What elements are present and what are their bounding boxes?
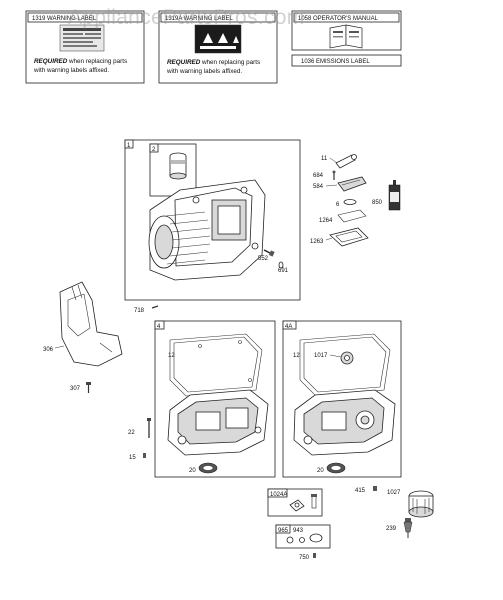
plug-415-icon (373, 486, 377, 491)
gasket-12-b-icon (299, 333, 391, 397)
gasket-6-icon (343, 199, 357, 205)
group-number-1: 1 (127, 143, 131, 149)
required-text-2: REQUIRED (167, 59, 201, 66)
manual-card-title: 1058 OPERATOR'S MANUAL (298, 16, 379, 22)
svg-text:REQUIRED when replacing parts: REQUIRED when replacing parts (167, 59, 260, 66)
pin-691-icon (278, 261, 284, 269)
svg-text:REQUIRED when replacing parts: REQUIRED when replacing parts (34, 58, 127, 65)
warning-sticker-icon (59, 24, 105, 52)
group-number-4: 4 (157, 324, 161, 330)
screw-684-icon (332, 170, 336, 180)
dowel-15-icon (143, 453, 146, 458)
watermark: AppliancePartsPros.com (68, 6, 305, 29)
warning-sticker-icon (194, 24, 242, 54)
pin-718-icon (151, 305, 159, 309)
gasket-12-icon (169, 333, 263, 397)
kit-group-965[interactable]: 965 943 (275, 524, 331, 549)
callout-552[interactable]: 552 (258, 256, 269, 262)
breather-tube-11 (335, 154, 357, 169)
callout-850[interactable]: 850 (372, 200, 383, 206)
callout-239[interactable]: 239 (386, 526, 397, 532)
callout-11[interactable]: 11 (321, 156, 328, 162)
warning-card-1-title: 1319 WARNING LABEL (32, 16, 97, 22)
manual-book-icon (329, 24, 363, 49)
sealant-bottle-850-icon (388, 180, 401, 211)
required-rest-2: when replacing parts (200, 59, 260, 66)
callout-12-a[interactable]: 12 (168, 353, 175, 359)
callout-691[interactable]: 691 (278, 268, 289, 274)
callout-943[interactable]: 943 (293, 528, 304, 534)
callout-1263[interactable]: 1263 (310, 239, 324, 245)
crankcase-group-4a[interactable]: 4A 12 1017 20 (282, 320, 402, 478)
oil-seal-20-b-icon (326, 462, 346, 474)
cylinder-sleeve-icon (169, 152, 187, 180)
callout-1027[interactable]: 1027 (387, 490, 401, 496)
callout-718[interactable]: 718 (134, 308, 145, 314)
cylinder-sleeve-group[interactable]: 2 (149, 143, 197, 197)
emissions-card-title: 1036 EMISSIONS LABEL (301, 59, 370, 65)
gear-1017-icon (340, 351, 354, 365)
callout-1017[interactable]: 1017 (314, 353, 328, 359)
cylinder-assembly-group[interactable]: 1 2 (124, 139, 301, 301)
crankcase-cover-icon (167, 389, 269, 456)
required-text-1: REQUIRED (34, 58, 68, 65)
required-rest-1: when replacing parts (67, 58, 127, 65)
dipstick-group-1024a[interactable]: 1024A (267, 488, 323, 517)
gasket-1264-icon (337, 209, 367, 223)
callout-584[interactable]: 584 (313, 184, 324, 190)
emissions-label-card[interactable]: 1036 EMISSIONS LABEL (291, 54, 402, 67)
warning-label-card-2[interactable]: 1319A WARNING LABEL REQUIRED when replac… (158, 10, 278, 84)
callout-684[interactable]: 684 (313, 173, 324, 179)
plate-1263-icon (329, 227, 369, 247)
crankcase-cover-4a-icon (293, 389, 396, 456)
bolt-552-icon (263, 249, 275, 257)
crankcase-group-4[interactable]: 4 12 22 15 20 (128, 320, 276, 478)
callout-750[interactable]: 750 (299, 555, 310, 561)
callout-22[interactable]: 22 (128, 430, 135, 436)
screw-307-icon (86, 382, 91, 393)
bolt-22-icon (147, 418, 151, 438)
group-number-965: 965 (278, 528, 289, 534)
operators-manual-card[interactable]: 1058 OPERATOR'S MANUAL (291, 10, 402, 51)
callout-306[interactable]: 306 (43, 347, 54, 353)
callout-12-b[interactable]: 12 (293, 353, 300, 359)
air-guide-306-icon (59, 281, 123, 367)
group-number-4a: 4A (285, 324, 292, 330)
engine-block-icon (148, 179, 266, 281)
callout-15[interactable]: 15 (129, 455, 136, 461)
callout-415[interactable]: 415 (355, 488, 366, 494)
warning-card-2-title: 1319A WARNING LABEL (165, 16, 233, 22)
callout-6[interactable]: 6 (336, 202, 340, 208)
callout-20-a[interactable]: 20 (189, 468, 196, 474)
callout-1264[interactable]: 1264 (319, 218, 333, 224)
fitting-icon (289, 494, 317, 512)
gasket-kit-icon (286, 533, 323, 544)
callout-20-b[interactable]: 20 (317, 468, 324, 474)
warning-label-card-1[interactable]: 1319 WARNING LABEL REQUIRED when replaci… (25, 10, 145, 84)
breather-cover-584-icon (337, 176, 367, 192)
group-number-1024a: 1024A (270, 492, 287, 498)
sensor-239-icon (403, 518, 413, 538)
oil-filter-1027-icon (408, 490, 434, 518)
required-line2-1: with warning labels affixed. (33, 67, 109, 74)
group-number-2: 2 (152, 147, 156, 153)
required-line2-2: with warning labels affixed. (166, 68, 242, 75)
screw-750-icon (313, 553, 316, 558)
callout-307[interactable]: 307 (70, 386, 81, 392)
oil-seal-20-icon (198, 462, 218, 474)
